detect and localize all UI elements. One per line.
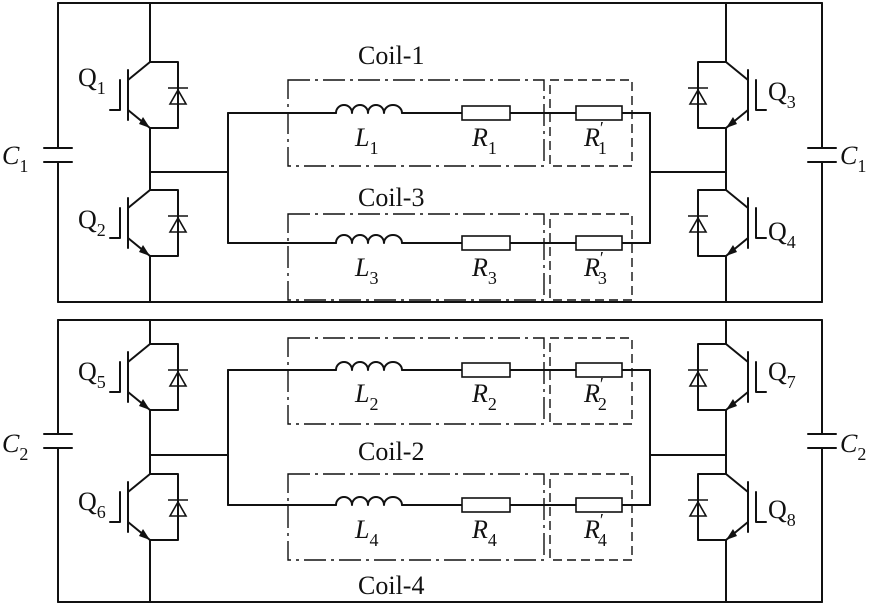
q7-gate bbox=[747, 351, 767, 403]
q8-label: Q8 bbox=[768, 495, 796, 530]
d2-diode-icon bbox=[168, 215, 188, 233]
d8-diode-icon bbox=[688, 499, 708, 517]
capacitor-c2-left bbox=[43, 433, 73, 449]
inductors bbox=[335, 104, 403, 506]
q1-legs bbox=[127, 61, 151, 129]
q2-gate bbox=[109, 197, 129, 249]
capacitor-c1-left bbox=[43, 147, 73, 163]
q6-label: Q6 bbox=[78, 487, 106, 522]
inductor-l1-icon bbox=[335, 104, 403, 114]
resistor-r1p-icon bbox=[575, 105, 623, 121]
q8-gate bbox=[747, 481, 767, 533]
resistor-r3-icon bbox=[461, 235, 511, 251]
right-diode-loops-1 bbox=[697, 61, 727, 257]
q5-legs bbox=[127, 343, 151, 411]
q6-arrow bbox=[139, 529, 150, 540]
d5-diode-icon bbox=[168, 369, 188, 387]
igbt-symbols bbox=[109, 69, 767, 540]
resistor-r4p-label: R′4 bbox=[583, 510, 607, 550]
coil2-label: Coil-2 bbox=[358, 437, 424, 466]
left-diode-loops-1 bbox=[149, 61, 179, 257]
q4-arrow bbox=[726, 245, 737, 256]
inductor-l1-label: L1 bbox=[354, 123, 378, 158]
resistor-r1p-label: R′1 bbox=[583, 118, 607, 158]
q3-label: Q3 bbox=[768, 77, 796, 112]
right-diode-loops-2 bbox=[697, 343, 727, 541]
diodes bbox=[168, 87, 708, 517]
q4-gate bbox=[747, 197, 767, 249]
inductor-l4-label: L4 bbox=[354, 515, 378, 550]
resistor-r1-icon bbox=[461, 105, 511, 121]
q7-legs bbox=[725, 343, 749, 411]
c2-left-label: C2 bbox=[2, 429, 28, 464]
resistor-r1-label: R1 bbox=[471, 123, 497, 158]
labels: Coil-1 Coil-3 Coil-2 Coil-4 L1 L3 L2 L4 … bbox=[2, 41, 866, 600]
coil4-label: Coil-4 bbox=[358, 571, 424, 600]
coil3-box bbox=[287, 213, 545, 301]
q8-arrow bbox=[726, 529, 737, 540]
coil2-box bbox=[287, 337, 545, 425]
q5-gate bbox=[109, 351, 129, 403]
q2-arrow bbox=[139, 245, 150, 256]
upper-bridge bbox=[57, 2, 823, 303]
q5-label: Q5 bbox=[78, 357, 106, 392]
inductor-l3-icon bbox=[335, 234, 403, 244]
q2-legs bbox=[127, 189, 151, 257]
q1-arrow bbox=[139, 117, 150, 128]
q8-legs bbox=[725, 473, 749, 541]
resistor-r2p-label: R′2 bbox=[583, 374, 607, 414]
resistor-r3-label: R3 bbox=[471, 253, 497, 288]
capacitor-c2-right bbox=[807, 433, 837, 449]
resistor-r2-icon bbox=[461, 362, 511, 378]
d7-diode-icon bbox=[688, 369, 708, 387]
coil4-box bbox=[287, 473, 545, 561]
capacitor-c1-right bbox=[807, 147, 837, 163]
coil1-label: Coil-1 bbox=[358, 41, 424, 70]
inductor-l2-label: L2 bbox=[354, 379, 378, 414]
inductor-l2-icon bbox=[335, 361, 403, 371]
coil-boxes bbox=[287, 79, 633, 561]
q4-legs bbox=[725, 189, 749, 257]
resistor-r2p-icon bbox=[575, 362, 623, 378]
q7-arrow bbox=[726, 399, 737, 410]
c1-right-label: C1 bbox=[840, 141, 866, 176]
q6-gate bbox=[109, 481, 129, 533]
q6-legs bbox=[127, 473, 151, 541]
q1-label: Q1 bbox=[78, 63, 106, 98]
d4-diode-icon bbox=[688, 215, 708, 233]
left-diode-loops-2 bbox=[149, 343, 179, 541]
resistor-r4-label: R4 bbox=[471, 515, 497, 550]
coil1-box bbox=[287, 79, 545, 167]
inductor-l3-label: L3 bbox=[354, 253, 378, 288]
resistor-r3p-icon bbox=[575, 235, 623, 251]
q3-arrow bbox=[726, 117, 737, 128]
resistor-r4p-icon bbox=[575, 497, 623, 513]
d6-diode-icon bbox=[168, 499, 188, 517]
q4-label: Q4 bbox=[768, 217, 796, 252]
resistor-r4-icon bbox=[461, 497, 511, 513]
resistors bbox=[461, 105, 623, 513]
d3-diode-icon bbox=[688, 87, 708, 105]
c2-right-label: C2 bbox=[840, 429, 866, 464]
q3-gate bbox=[747, 69, 767, 121]
q2-label: Q2 bbox=[78, 205, 106, 240]
q7-label: Q7 bbox=[768, 357, 796, 392]
q5-arrow bbox=[139, 399, 150, 410]
lower-bridge bbox=[57, 319, 823, 603]
d1-diode-icon bbox=[168, 87, 188, 105]
q1-gate bbox=[109, 69, 129, 121]
coil3-label: Coil-3 bbox=[358, 183, 424, 212]
c1-left-label: C1 bbox=[2, 141, 28, 176]
capacitors bbox=[43, 147, 837, 449]
q3-legs bbox=[725, 61, 749, 129]
resistor-r3p-label: R′3 bbox=[583, 248, 607, 288]
inductor-l4-icon bbox=[335, 496, 403, 506]
resistor-r2-label: R2 bbox=[471, 379, 497, 414]
